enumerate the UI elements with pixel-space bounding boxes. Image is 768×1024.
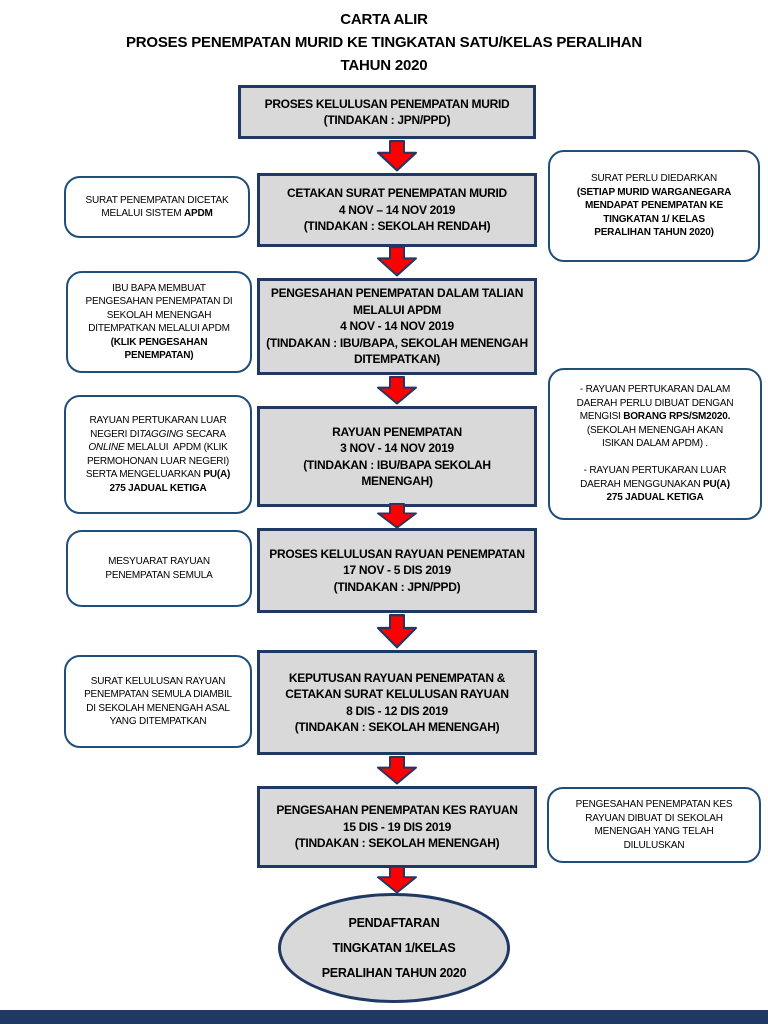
page-separator-bar (0, 1010, 768, 1024)
note-surat-perlu-diedarkan: SURAT PERLU DIEDARKAN(SETIAP MURID WARGA… (548, 150, 760, 262)
arrow-down-icon (377, 756, 417, 785)
arrow-down-icon (377, 140, 417, 172)
page-title-line-2: PROSES PENEMPATAN MURID KE TINGKATAN SAT… (125, 34, 643, 51)
page-title-line-3: TAHUN 2020 (340, 57, 428, 74)
arrow-down-icon (377, 246, 417, 277)
page-title-line-1: CARTA ALIR (340, 11, 428, 28)
arrow-down-icon (377, 614, 417, 649)
arrow-down-icon (377, 503, 417, 529)
arrow-down-icon (377, 866, 417, 894)
flow-step-keputusan-rayuan: KEPUTUSAN RAYUAN PENEMPATAN &CETAKAN SUR… (257, 650, 537, 755)
page-title: CARTA ALIR PROSES PENEMPATAN MURID KE TI… (0, 8, 768, 77)
flow-step-proses-kelulusan-penempatan: PROSES KELULUSAN PENEMPATAN MURID(TINDAK… (238, 85, 536, 139)
arrow-down-icon (377, 376, 417, 405)
